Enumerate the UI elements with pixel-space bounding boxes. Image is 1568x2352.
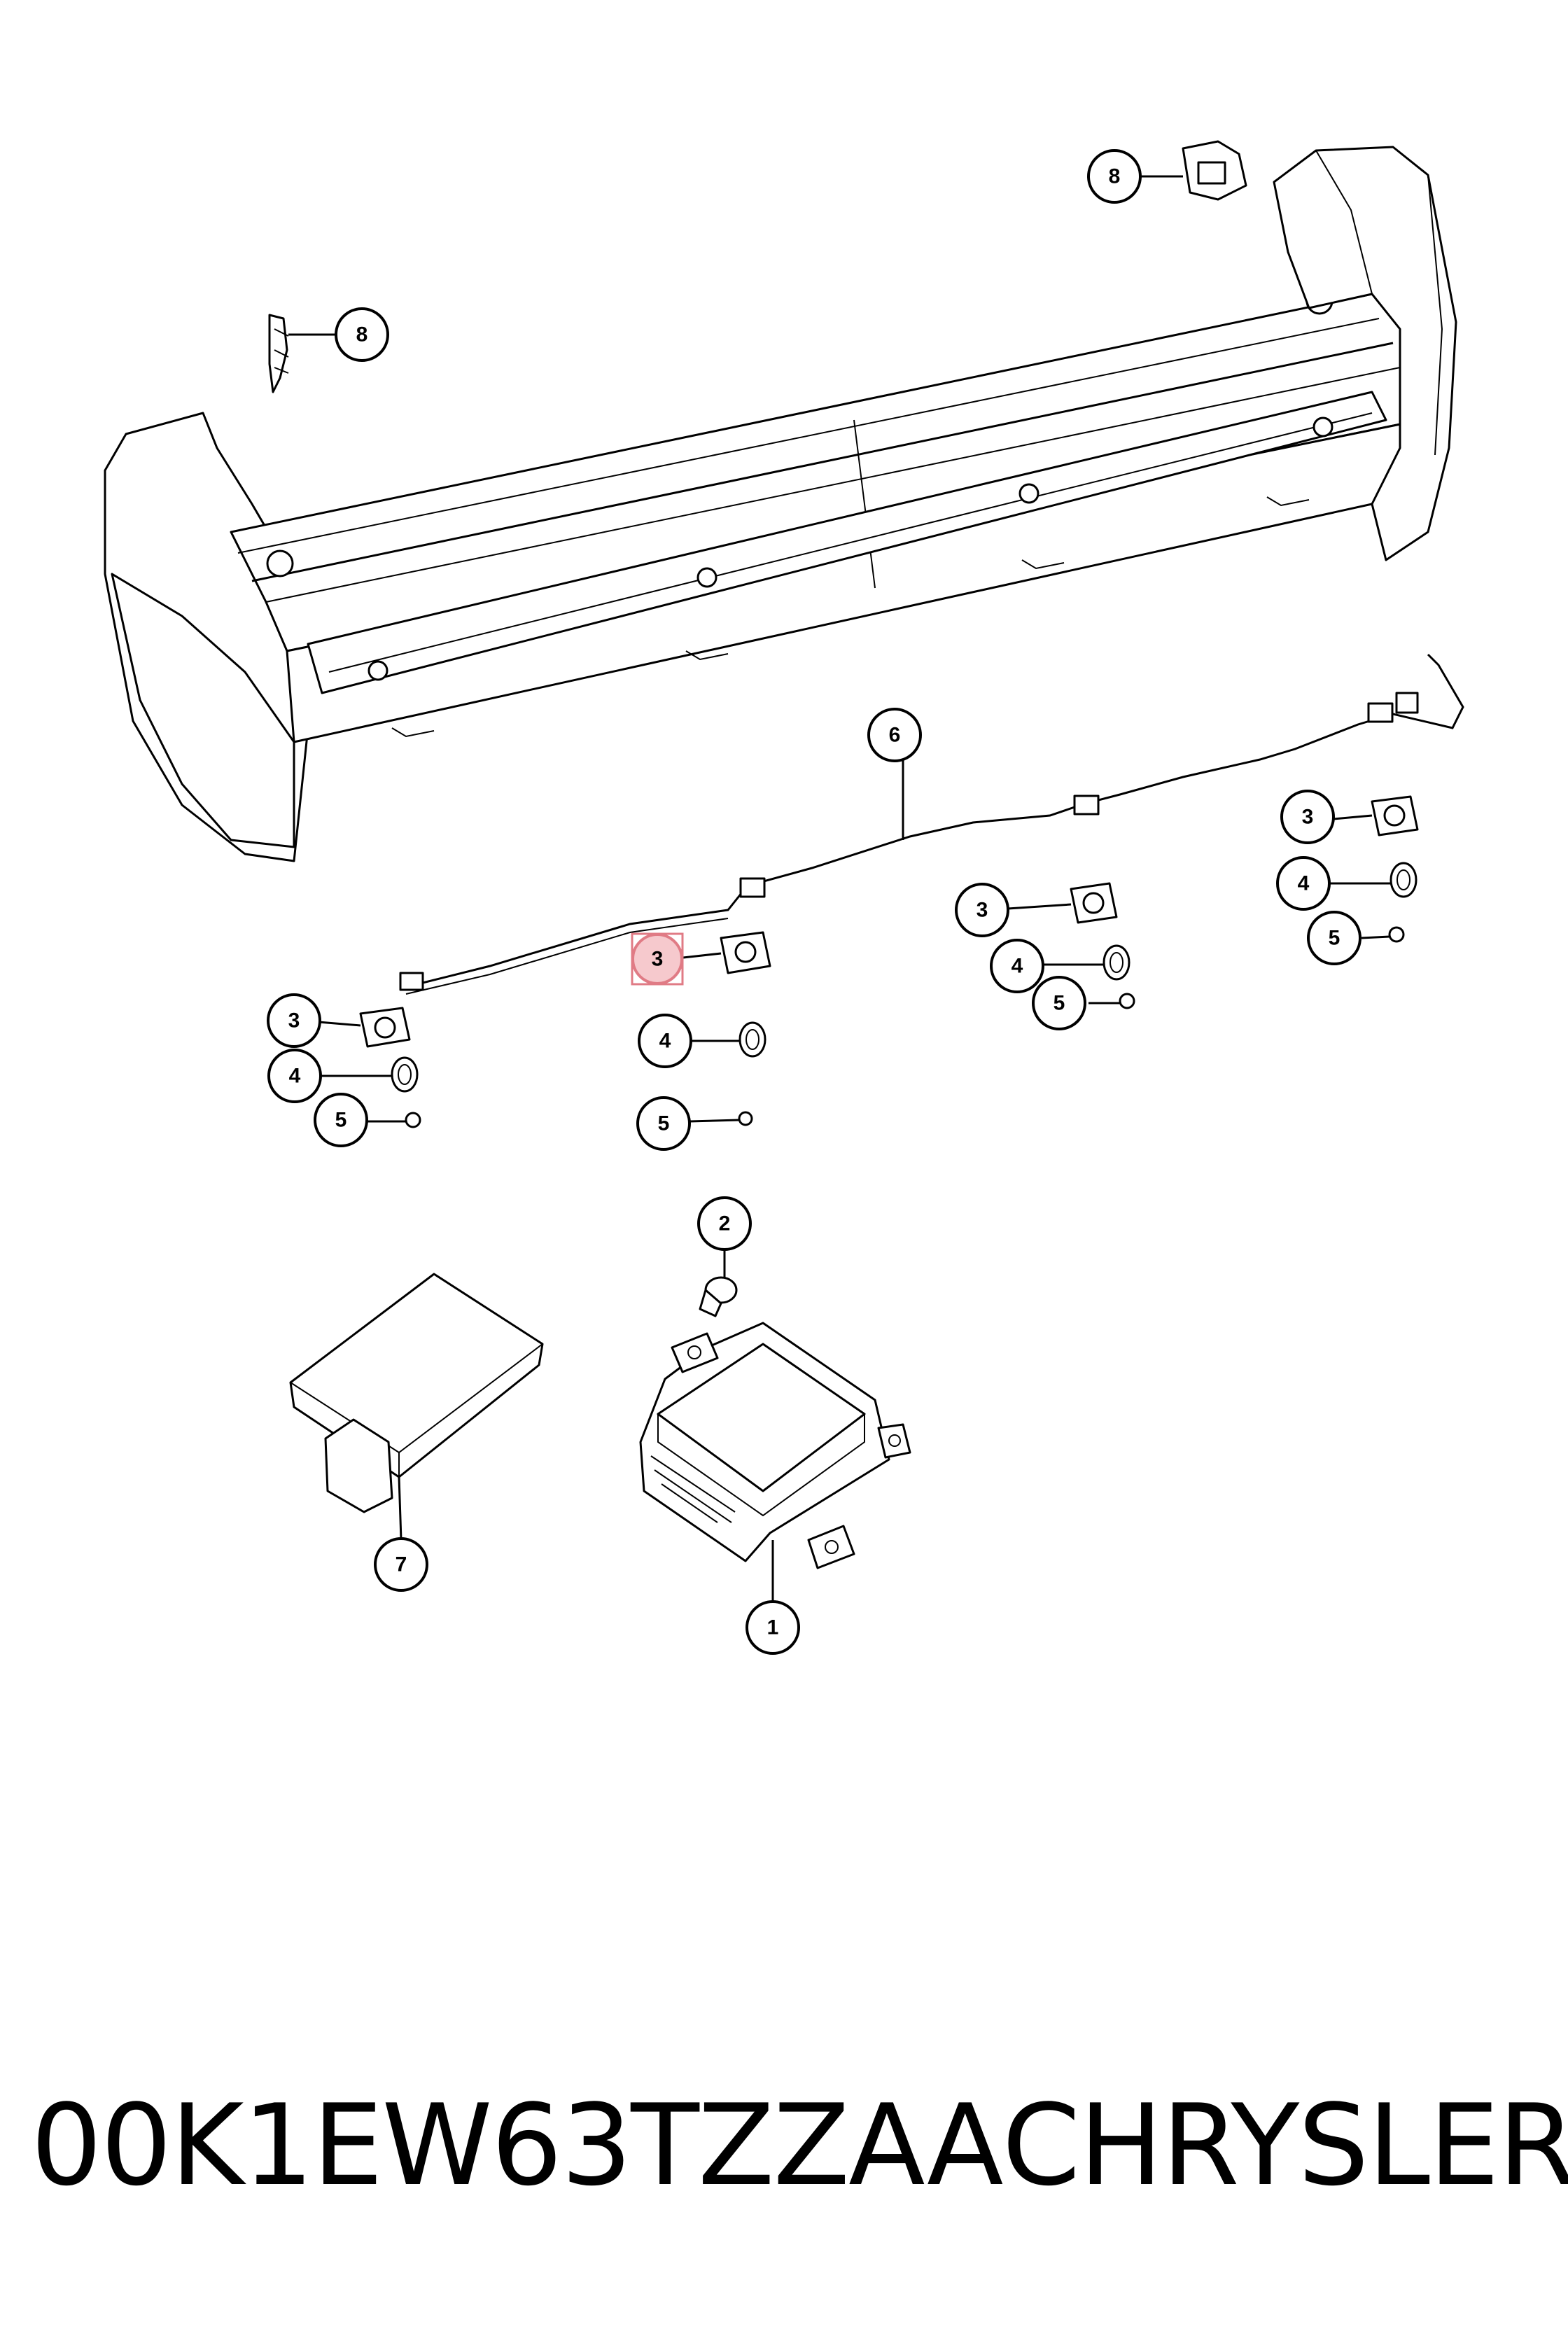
- callout-3-right[interactable]: 3: [1280, 790, 1335, 844]
- callout-3-highlighted-label: 3: [652, 948, 664, 971]
- callout-1[interactable]: 1: [746, 1600, 800, 1655]
- callout-4-right-label: 4: [1298, 872, 1310, 895]
- callout-8-left-label: 8: [356, 323, 368, 346]
- callout-5-center-right[interactable]: 5: [1032, 976, 1086, 1030]
- rear-bumper-fascia: [104, 146, 1457, 862]
- callout-3-right-label: 3: [1302, 806, 1314, 829]
- sensor-retainer-b: [682, 931, 771, 1126]
- callout-7-label: 7: [396, 1553, 407, 1576]
- callout-4-center-right-label: 4: [1011, 955, 1023, 978]
- callout-3-left-label: 3: [288, 1009, 300, 1032]
- sensor-retainer-c: [1007, 882, 1135, 1009]
- callout-5-center-left-label: 5: [658, 1112, 670, 1135]
- wiring-harness: [399, 653, 1464, 995]
- callout-2[interactable]: 2: [697, 1196, 752, 1251]
- bracket-clip-right: [1141, 140, 1247, 201]
- callout-3-left[interactable]: 3: [267, 993, 321, 1048]
- callout-4-left-label: 4: [289, 1065, 301, 1088]
- callout-5-left-label: 5: [335, 1109, 347, 1132]
- sensor-retainer-d: [1330, 795, 1419, 943]
- callout-4-right[interactable]: 4: [1276, 856, 1331, 911]
- callout-4-center-left[interactable]: 4: [638, 1014, 692, 1068]
- callout-7[interactable]: 7: [374, 1537, 428, 1592]
- part-number: 00K1EW63TZZAA: [31, 2080, 1004, 2211]
- callout-4-left[interactable]: 4: [267, 1049, 322, 1103]
- callout-8-left[interactable]: 8: [335, 307, 389, 362]
- callout-3-center-right[interactable]: 3: [955, 883, 1009, 937]
- callout-5-right-label: 5: [1329, 927, 1340, 950]
- callout-5-right[interactable]: 5: [1307, 911, 1362, 965]
- brand-name: CHRYSLER: [1002, 2080, 1568, 2211]
- footer-caption: 00K1EW63TZZAA CHRYSLER: [31, 2080, 1568, 2211]
- screw-item-2: [699, 1248, 738, 1317]
- callout-5-left[interactable]: 5: [314, 1093, 368, 1147]
- callout-6[interactable]: 6: [867, 708, 922, 762]
- callout-5-center-right-label: 5: [1054, 992, 1065, 1015]
- callout-5-center-left[interactable]: 5: [636, 1096, 691, 1151]
- callout-1-label: 1: [767, 1616, 779, 1639]
- callout-6-label: 6: [889, 724, 901, 747]
- control-module-item-1: [639, 1322, 911, 1603]
- module-item-7: [289, 1273, 544, 1541]
- callout-8-right[interactable]: 8: [1087, 149, 1142, 204]
- callout-4-center-left-label: 4: [659, 1030, 671, 1053]
- callout-3-highlighted[interactable]: 3: [631, 932, 684, 986]
- sensor-retainer-a: [315, 1007, 421, 1128]
- callout-2-label: 2: [719, 1212, 731, 1236]
- bracket-clip-left: [268, 314, 343, 393]
- callout-8-right-label: 8: [1109, 165, 1121, 188]
- callout-3-center-right-label: 3: [976, 899, 988, 922]
- callout-4-center-right[interactable]: 4: [990, 939, 1044, 993]
